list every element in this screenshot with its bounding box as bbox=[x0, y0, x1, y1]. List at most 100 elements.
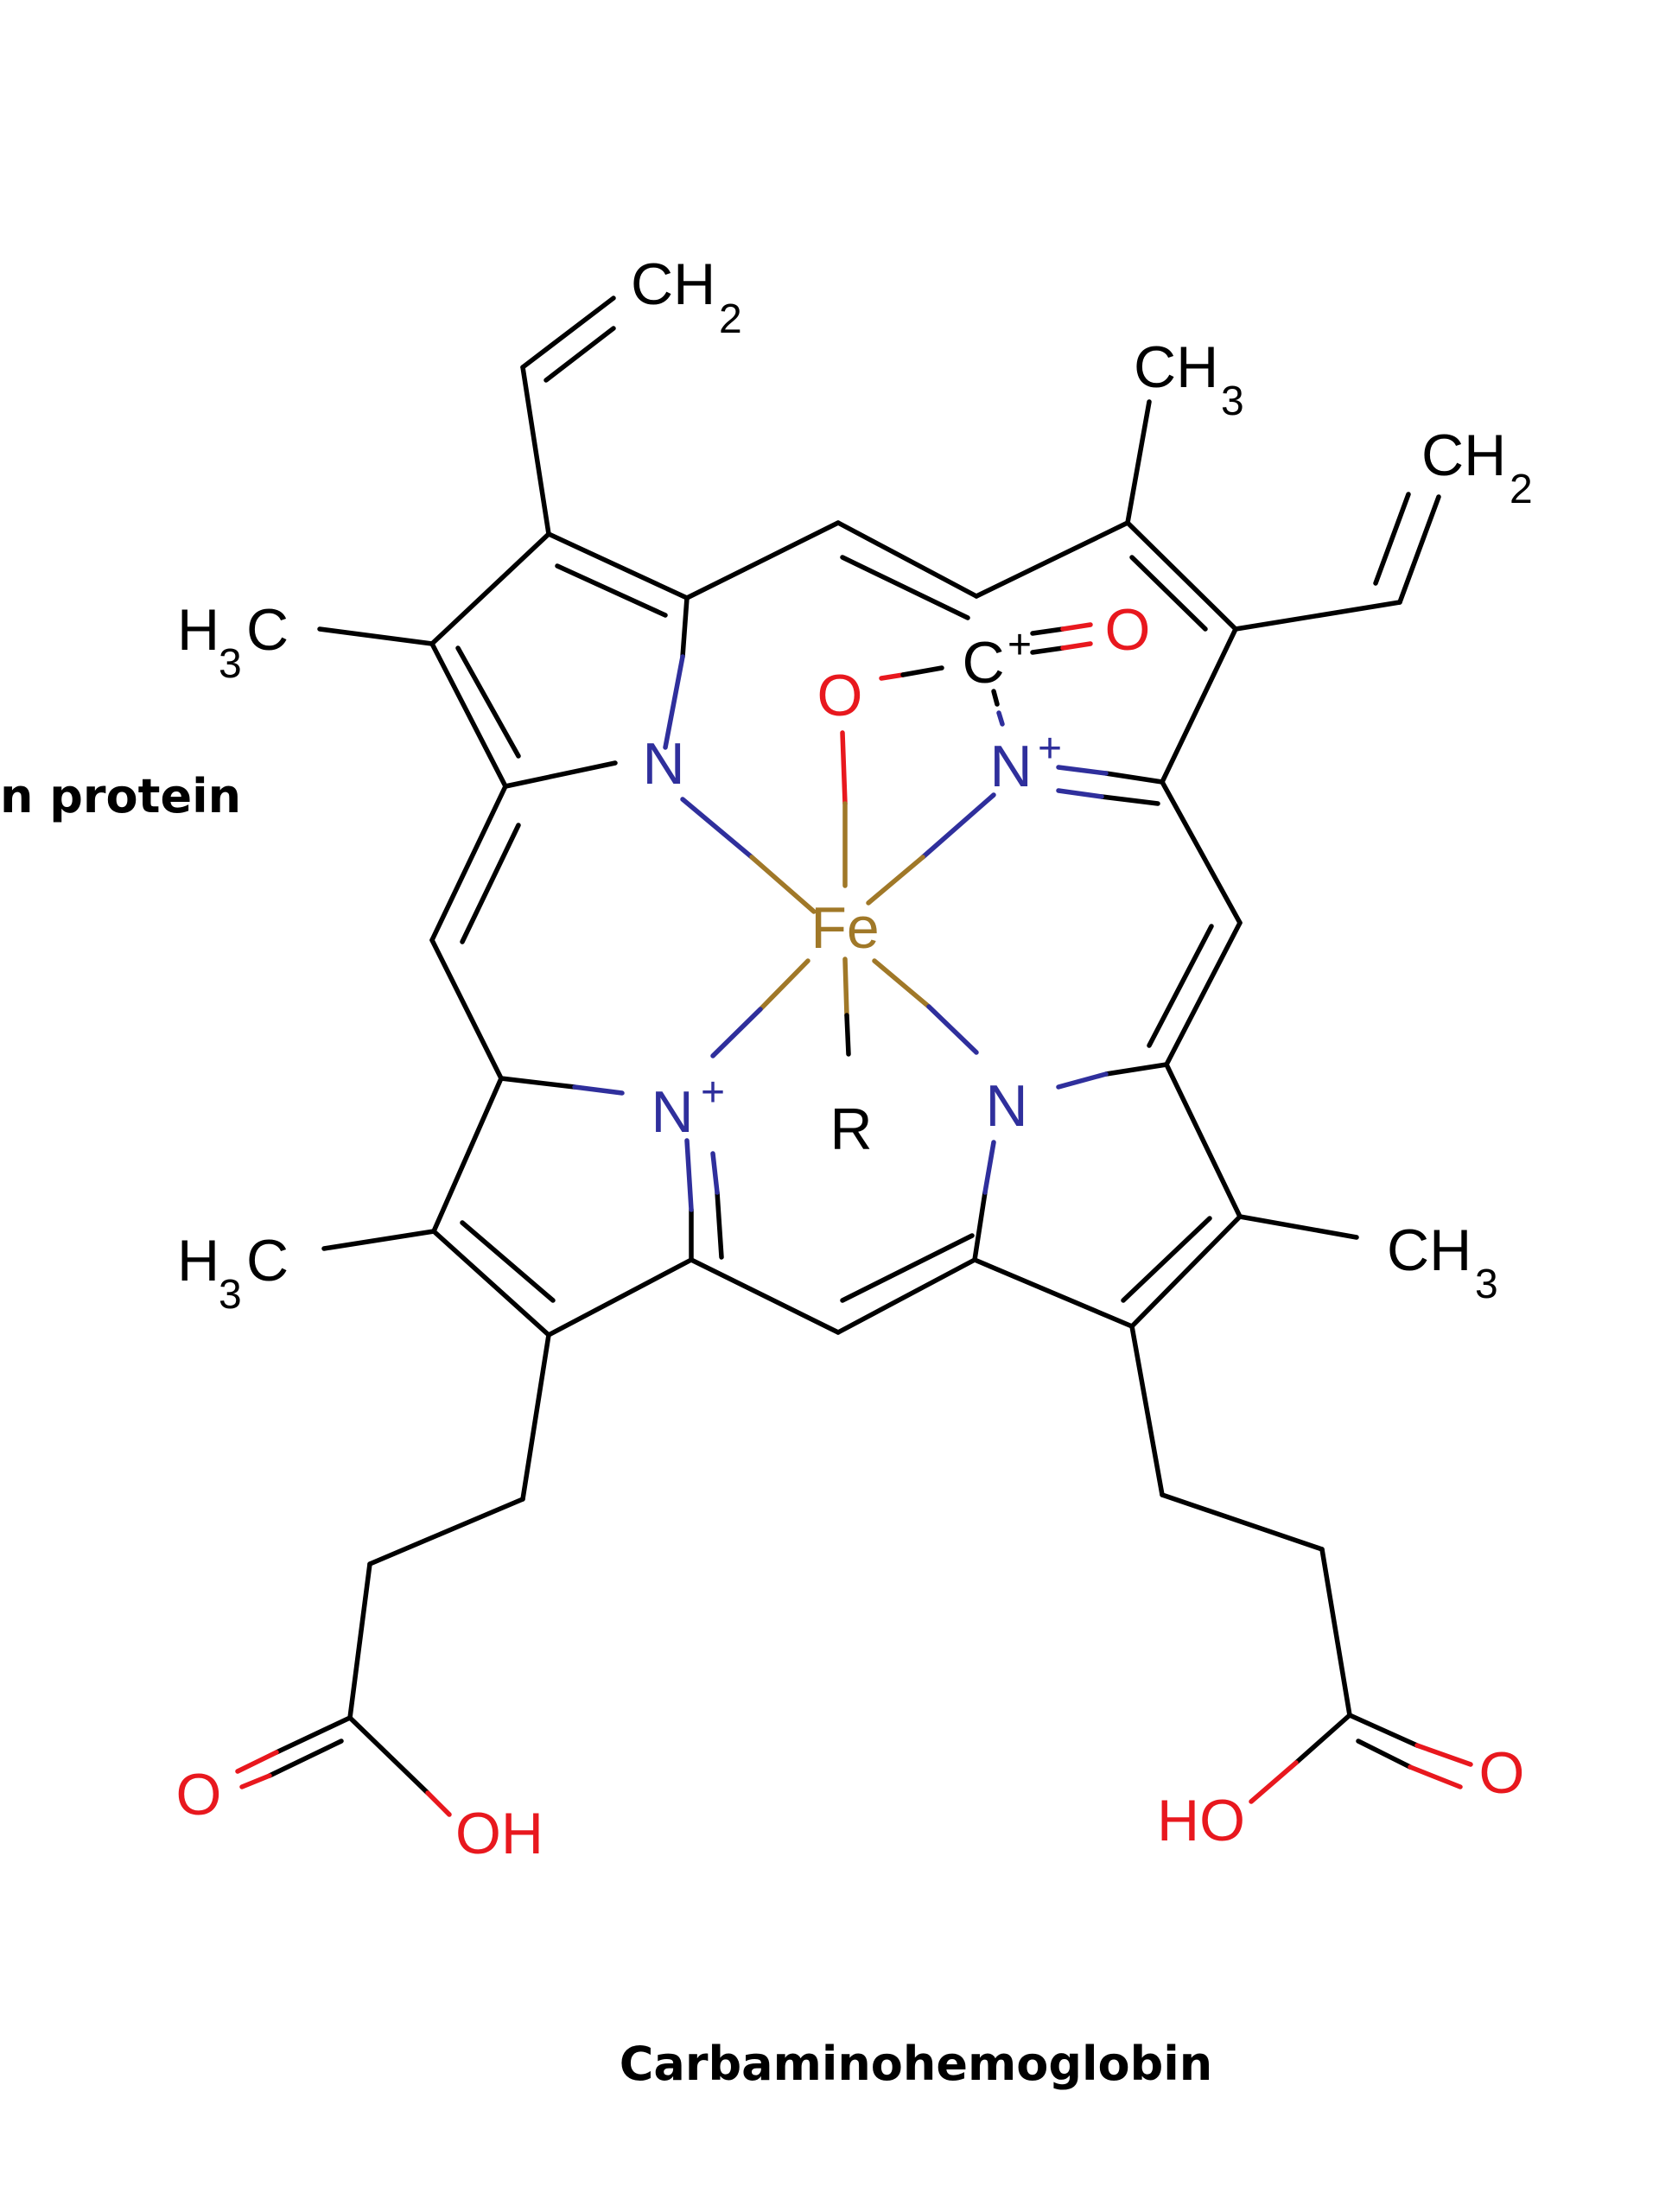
bond bbox=[429, 531, 551, 646]
bond bbox=[1294, 1713, 1352, 1765]
bond bbox=[1099, 794, 1160, 806]
bond bbox=[844, 1013, 851, 1057]
bond bbox=[317, 626, 435, 646]
bond bbox=[689, 1257, 841, 1335]
bond bbox=[710, 1007, 763, 1058]
bond bbox=[680, 797, 754, 860]
group-ch3-top-right-sub: 3 bbox=[1221, 378, 1244, 424]
bond bbox=[546, 531, 690, 601]
group-ch2-top-left: CH 2 bbox=[631, 251, 742, 342]
bond bbox=[840, 1233, 975, 1303]
group-h3c-left-lower-sub: 3 bbox=[219, 1272, 242, 1318]
group-ch2-right-text: CH bbox=[1421, 423, 1506, 488]
bond bbox=[429, 784, 508, 943]
bond bbox=[1414, 1743, 1473, 1767]
bond bbox=[1164, 1062, 1243, 1219]
charge-plus-top-right: + bbox=[1038, 726, 1062, 772]
atom-n-bottom-left: N + bbox=[651, 1070, 725, 1145]
group-h3c-left-upper: H 3 C bbox=[177, 597, 289, 687]
bond bbox=[866, 855, 925, 906]
bond bbox=[1060, 622, 1093, 632]
bond bbox=[274, 1715, 353, 1755]
bond bbox=[321, 1229, 436, 1251]
bond bbox=[900, 665, 944, 677]
group-h3c-left-lower: H 3 C bbox=[177, 1228, 289, 1318]
bond bbox=[684, 1138, 694, 1212]
bond bbox=[1121, 1216, 1212, 1303]
bond bbox=[555, 563, 668, 618]
bond bbox=[431, 1076, 504, 1234]
bond bbox=[926, 1004, 979, 1055]
charge-plus-bottom-left: + bbox=[701, 1070, 725, 1116]
bond bbox=[842, 957, 849, 1018]
group-ch2-right-sub: 2 bbox=[1510, 467, 1533, 512]
bond bbox=[520, 365, 551, 537]
atom-c-carbonyl-symbol: C bbox=[962, 630, 1004, 696]
bond bbox=[1129, 555, 1208, 632]
bond bbox=[1030, 645, 1065, 655]
bond bbox=[1160, 1492, 1325, 1552]
bond bbox=[520, 296, 616, 370]
bond bbox=[749, 855, 817, 914]
bond bbox=[879, 672, 906, 681]
group-ch2-right: CH 2 bbox=[1421, 423, 1533, 512]
bond bbox=[572, 1084, 625, 1096]
bond bbox=[972, 1257, 1135, 1329]
bond bbox=[546, 1257, 694, 1338]
bond bbox=[1408, 1764, 1463, 1789]
bond bbox=[429, 938, 504, 1081]
bond-lines bbox=[235, 296, 1473, 1817]
group-ch2-top-left-text: CH bbox=[631, 251, 715, 317]
bond bbox=[235, 1750, 279, 1774]
bond bbox=[1347, 1713, 1420, 1748]
atom-n-top-right: N + bbox=[989, 726, 1062, 799]
bond bbox=[429, 641, 508, 789]
bond bbox=[520, 1332, 551, 1502]
bond bbox=[1129, 1214, 1243, 1329]
atom-c-carbonyl: C + bbox=[962, 622, 1032, 696]
group-ch3-right-lower-text: CH bbox=[1387, 1217, 1471, 1283]
bond bbox=[1373, 492, 1411, 586]
atom-n-bottom-left-symbol: N bbox=[651, 1079, 693, 1145]
bond bbox=[1060, 641, 1093, 651]
bond bbox=[1056, 765, 1109, 776]
bond bbox=[840, 555, 970, 620]
bond bbox=[1103, 771, 1165, 785]
bond bbox=[991, 689, 1000, 707]
bond bbox=[460, 1220, 556, 1303]
group-h3c-left-lower-h: H bbox=[177, 1228, 219, 1294]
bond bbox=[267, 1738, 344, 1778]
bond bbox=[663, 654, 685, 750]
bond bbox=[455, 645, 521, 759]
bond bbox=[974, 520, 1130, 599]
bond bbox=[836, 520, 979, 599]
bond bbox=[1056, 1071, 1109, 1090]
atom-n-top-left: N bbox=[642, 731, 684, 797]
group-h3c-left-lower-c: C bbox=[246, 1228, 289, 1294]
bond bbox=[1356, 1738, 1413, 1770]
bond bbox=[1160, 779, 1243, 925]
bond bbox=[1030, 626, 1065, 636]
atom-n-bottom-right: N bbox=[985, 1073, 1027, 1139]
bond bbox=[1397, 494, 1441, 605]
bond bbox=[836, 1257, 977, 1335]
bond bbox=[680, 595, 690, 659]
group-ho-right: HO bbox=[1157, 1788, 1245, 1853]
bond bbox=[239, 1773, 272, 1789]
atom-n-top-right-symbol: N bbox=[989, 734, 1032, 799]
group-h3c-left-upper-h: H bbox=[177, 597, 219, 663]
bond bbox=[503, 760, 618, 789]
bond bbox=[347, 1561, 372, 1720]
bond bbox=[347, 1715, 430, 1796]
bond bbox=[710, 1151, 720, 1195]
bond bbox=[431, 1229, 551, 1338]
bond bbox=[972, 1190, 988, 1262]
group-ch3-right-lower: CH 3 bbox=[1387, 1217, 1498, 1307]
side-label: n protein bbox=[0, 769, 241, 823]
bond bbox=[1129, 1324, 1165, 1497]
bond bbox=[425, 1790, 452, 1817]
bond bbox=[758, 958, 810, 1012]
bond bbox=[543, 326, 616, 383]
bond bbox=[996, 710, 1005, 727]
